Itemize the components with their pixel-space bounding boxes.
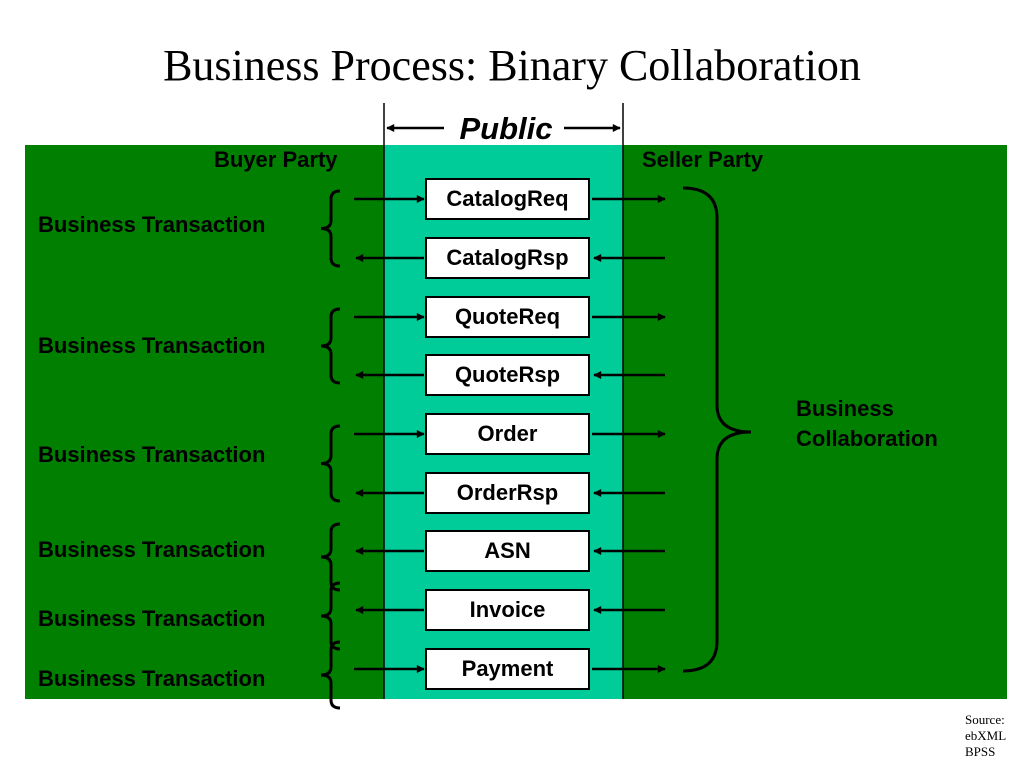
transaction-brace [320, 307, 341, 385]
business-transaction-label: Business Transaction [38, 212, 266, 237]
business-transaction-label: Business Transaction [38, 606, 266, 631]
message-box-quotereq: QuoteReq [425, 296, 590, 338]
business-transaction-label: Business Transaction [38, 333, 266, 358]
message-box-asn: ASN [425, 530, 590, 572]
business-transaction-label: Business Transaction [38, 666, 266, 691]
public-label: Public [459, 111, 553, 146]
collaboration-label-line-2: Collaboration [796, 426, 938, 451]
message-box-orderrsp: OrderRsp [425, 472, 590, 514]
message-box-quotersp: QuoteRsp [425, 354, 590, 396]
transaction-brace [320, 424, 341, 503]
message-box-catalogrsp: CatalogRsp [425, 237, 590, 279]
source-line-3: BPSS [965, 744, 996, 759]
transaction-brace [320, 640, 341, 710]
collaboration-label-line-1: Business [796, 396, 894, 421]
message-box-invoice: Invoice [425, 589, 590, 631]
page-title: Business Process: Binary Collaboration [163, 41, 861, 90]
message-box-catalogreq: CatalogReq [425, 178, 590, 220]
collaboration-brace [682, 186, 752, 673]
business-collaboration-label: Business Collaboration [796, 394, 938, 454]
business-transaction-label: Business Transaction [38, 537, 266, 562]
source-line-2: ebXML [965, 728, 1007, 743]
message-box-payment: Payment [425, 648, 590, 690]
transaction-brace [320, 189, 341, 268]
source-line-1: Source: [965, 712, 1005, 727]
business-transaction-label: Business Transaction [38, 442, 266, 467]
buyer-party-label: Buyer Party [214, 147, 338, 172]
source-note: Source: ebXML BPSS [965, 712, 1006, 760]
message-box-order: Order [425, 413, 590, 455]
seller-party-label: Seller Party [642, 147, 764, 172]
